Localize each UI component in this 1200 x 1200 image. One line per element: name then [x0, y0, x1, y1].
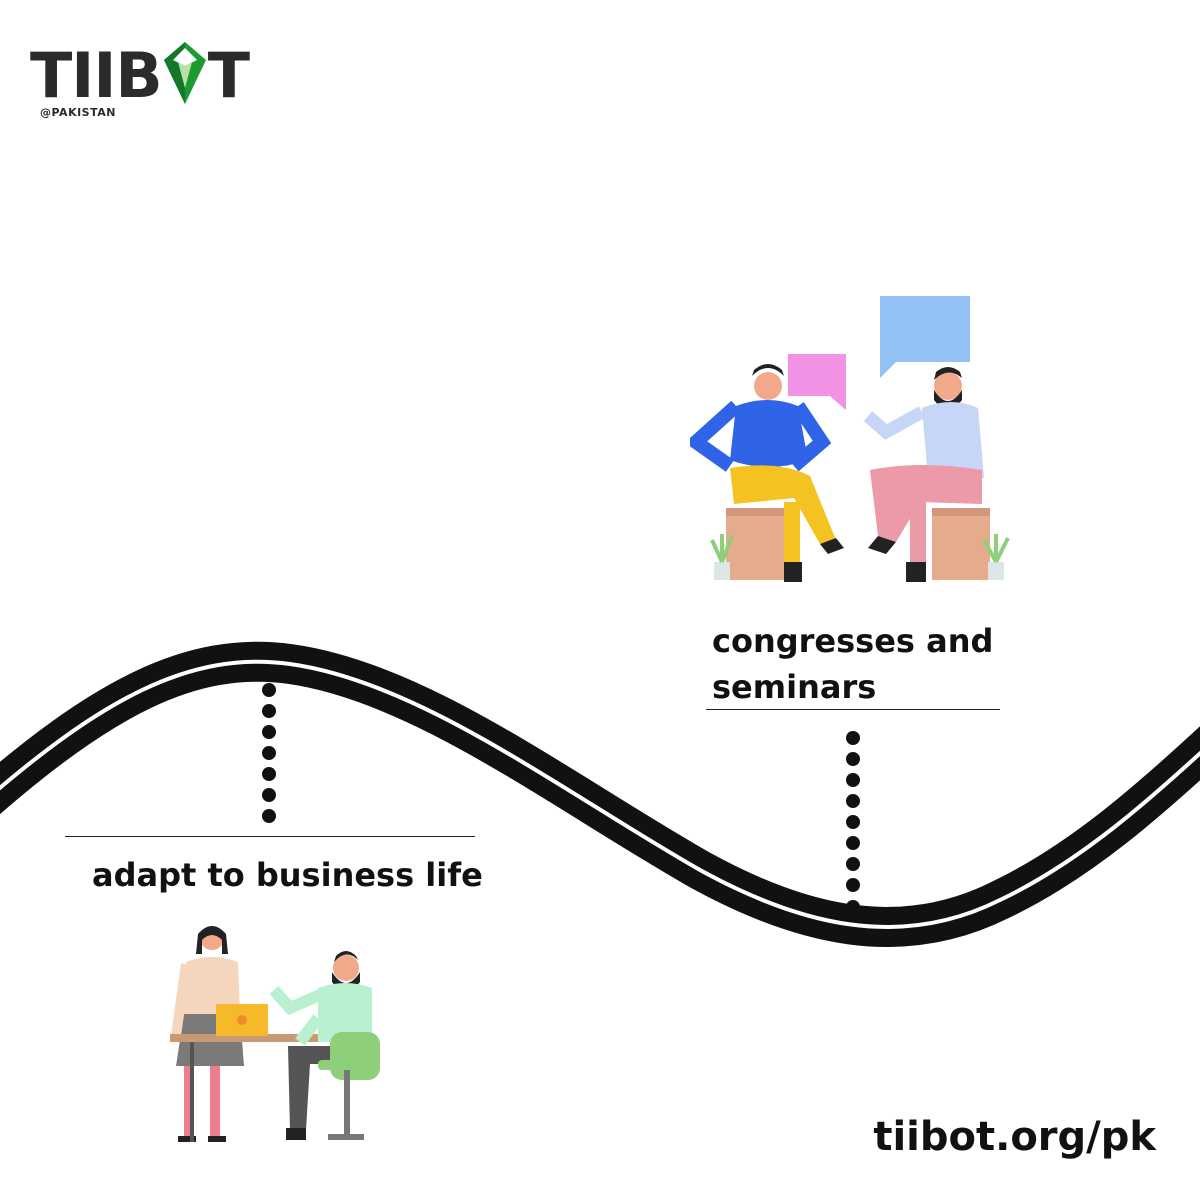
- gem-icon: [163, 42, 206, 104]
- milestone-label-congresses: congresses and seminars: [712, 622, 994, 706]
- website-url[interactable]: tiibot.org/pk: [873, 1114, 1156, 1160]
- label-underline-right: [706, 709, 1000, 710]
- logo-text-right: T: [207, 39, 250, 112]
- office-desk-meeting-icon: [170, 926, 380, 1142]
- label-underline-left: [65, 836, 475, 837]
- tiibot-logo: TIIB T @PAKISTAN: [30, 40, 260, 130]
- dotted-connector-left: [262, 683, 276, 823]
- logo-text-left: TIIB: [30, 39, 163, 112]
- two-people-talking-icon: [690, 296, 1010, 582]
- logo-subtitle: @PAKISTAN: [40, 106, 116, 119]
- dotted-connector-right: [846, 731, 860, 914]
- milestone-label-adapt: adapt to business life: [92, 856, 483, 894]
